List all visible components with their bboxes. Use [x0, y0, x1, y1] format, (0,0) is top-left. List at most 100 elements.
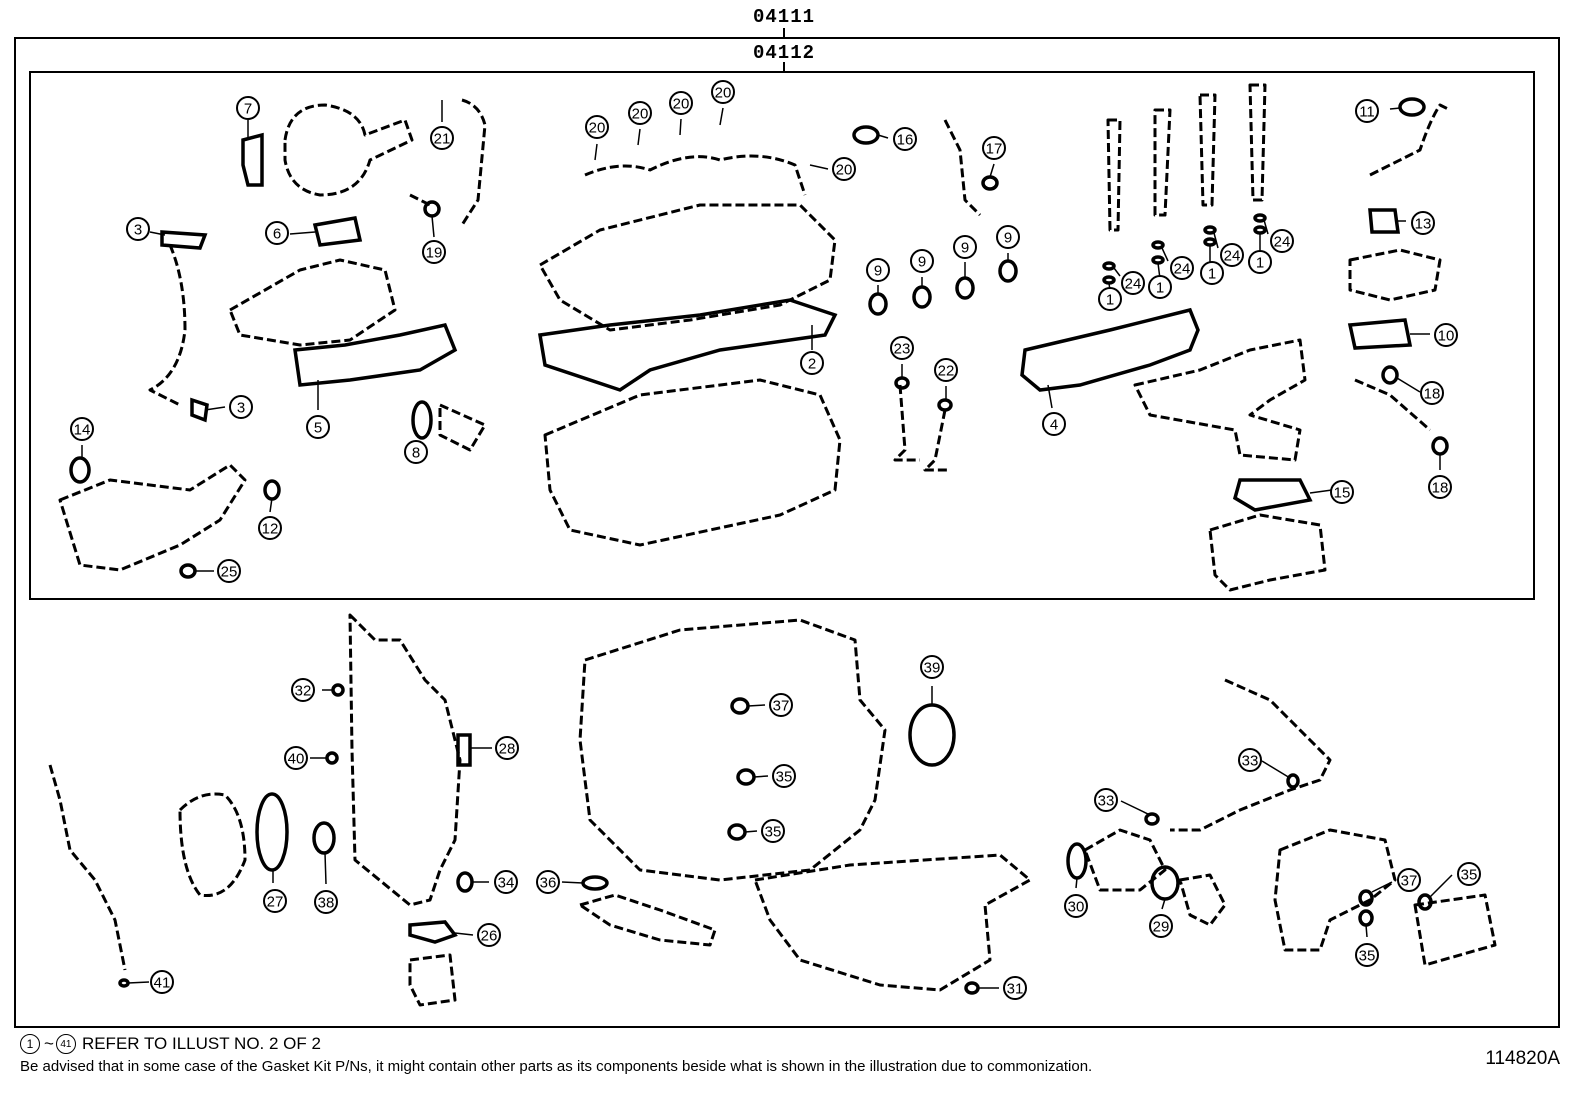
callout-number: 7 [244, 101, 252, 118]
o-ring-34 [456, 871, 474, 893]
injector-seal-1b [1151, 255, 1165, 265]
callout-14: 14 [70, 417, 94, 441]
cylinder-block-outline [578, 618, 887, 882]
callout-26: 26 [477, 923, 501, 947]
callout-number: 34 [498, 875, 515, 892]
gasket-12 [263, 479, 281, 501]
callout-35: 35 [761, 819, 785, 843]
callout-17: 17 [982, 136, 1006, 160]
seal-32 [331, 683, 345, 697]
gasket-28 [456, 733, 472, 767]
gasket-18a [1381, 365, 1399, 385]
callout-circle [217, 559, 241, 583]
ref-text: REFER TO ILLUST NO. 2 OF 2 [81, 1034, 321, 1053]
callout-number: 19 [426, 245, 443, 262]
callout-circle [1098, 287, 1122, 311]
callout-31: 31 [1003, 976, 1027, 1000]
callout-28: 28 [495, 736, 519, 760]
callout-29: 29 [1149, 914, 1173, 938]
egr-gasket-3b [190, 397, 209, 423]
kit-number-outer: 04111 [752, 6, 816, 28]
callout-7: 7 [236, 96, 260, 120]
valve-22 [923, 409, 948, 472]
callout-circle [1170, 256, 1194, 280]
callout-circle [126, 217, 150, 241]
callout-6: 6 [265, 221, 289, 245]
callout-circle [1411, 211, 1435, 235]
callout-circle [150, 970, 174, 994]
callout-34: 34 [494, 870, 518, 894]
gasket-14 [69, 456, 91, 484]
illustration-id: 114820A [1485, 1048, 1560, 1069]
callout-number: 35 [1359, 948, 1376, 965]
valve-seal-22 [937, 398, 953, 412]
callout-circle [910, 249, 934, 273]
callout-number: 1 [1256, 255, 1264, 272]
callout-number: 5 [314, 420, 322, 437]
bolt-19 [409, 193, 431, 207]
callout-23: 23 [890, 336, 914, 360]
callout-number: 23 [894, 341, 911, 358]
valve-23 [893, 384, 920, 462]
valve-seal-9d [998, 259, 1018, 283]
injector-seal-24c [1203, 225, 1217, 235]
exhaust-pipe-outline [438, 403, 487, 452]
callout-number: 39 [924, 660, 941, 677]
callout-number: 9 [918, 254, 926, 271]
turbocharger-outline [283, 103, 414, 197]
callout-circle [982, 136, 1006, 160]
seal-16 [852, 125, 880, 145]
callout-16: 16 [893, 127, 917, 151]
callout-18: 18 [1428, 475, 1452, 499]
water-pump-gasket-27 [255, 792, 289, 872]
callout-number: 25 [221, 564, 238, 581]
callout-number: 27 [267, 894, 284, 911]
callout-circle [314, 890, 338, 914]
intake-pipe-11 [1369, 103, 1451, 177]
seal-40 [325, 751, 339, 765]
callout-circle [1428, 475, 1452, 499]
callout-number: 13 [1415, 216, 1432, 233]
callout-number: 31 [1007, 981, 1024, 998]
throttle-gasket-15 [1232, 478, 1313, 512]
callout-33: 33 [1238, 748, 1262, 772]
callout-20: 20 [711, 80, 735, 104]
callout-number: 9 [874, 263, 882, 280]
injector-seal-24b [1151, 240, 1165, 250]
gasket-8 [411, 400, 433, 440]
callout-number: 20 [632, 106, 649, 123]
callout-number: 14 [74, 422, 91, 439]
callout-18: 18 [1420, 381, 1444, 405]
rear-oil-seal-39 [908, 703, 956, 767]
callout-circle [422, 240, 446, 264]
oil-filter-outline [408, 953, 457, 1007]
callout-number: 15 [1334, 485, 1351, 502]
callout-41: 41 [150, 970, 174, 994]
callout-37: 37 [769, 693, 793, 717]
callout-circle [953, 235, 977, 259]
callout-circle [70, 417, 94, 441]
callout-circle [769, 693, 793, 717]
head-cover-gasket-2 [537, 298, 838, 392]
callout-number: 11 [1359, 104, 1375, 121]
callout-number: 37 [773, 698, 790, 715]
callout-5: 5 [306, 415, 330, 439]
callout-21: 21 [430, 126, 454, 150]
throttle-body-outline [1208, 513, 1327, 592]
callout-number: 35 [1461, 867, 1478, 884]
callout-22: 22 [934, 358, 958, 382]
water-outlet-outline [1178, 873, 1227, 927]
o-ring-35c [1358, 909, 1374, 927]
o-ring-41 [118, 978, 130, 988]
callout-19: 19 [422, 240, 446, 264]
callout-circle [866, 258, 890, 282]
oil-cooler-outline [1413, 893, 1497, 967]
callout-circle [430, 126, 454, 150]
callout-circle [761, 819, 785, 843]
callout-1: 1 [1148, 275, 1172, 299]
callout-11: 11 [1355, 99, 1379, 123]
callout-circle [1397, 868, 1421, 892]
callout-24: 24 [1121, 271, 1145, 295]
callout-circle [536, 870, 560, 894]
